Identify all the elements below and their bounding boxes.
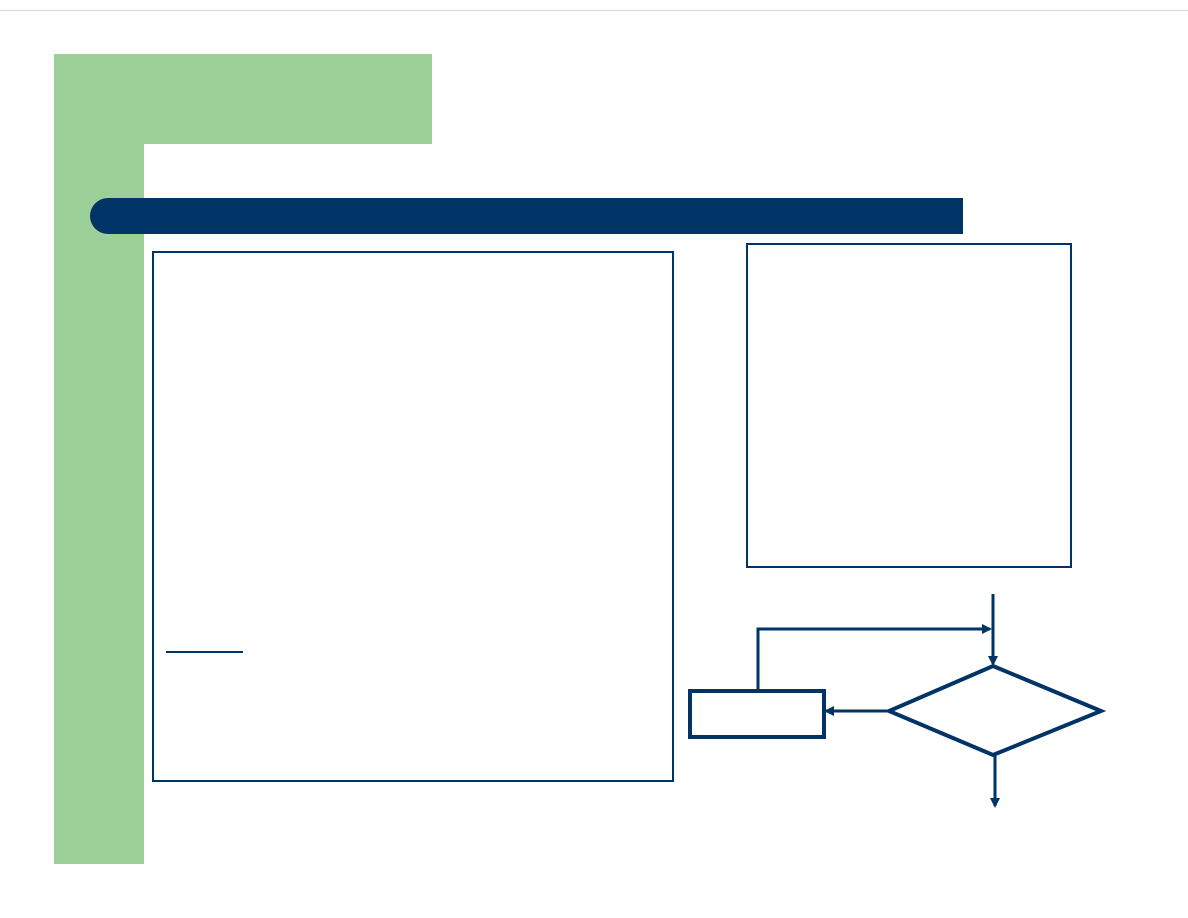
decision-diamond-label — [920, 690, 1070, 730]
top-divider-line — [0, 10, 1188, 11]
main-content-panel — [152, 251, 674, 782]
loop-back-arrow — [756, 624, 992, 691]
process-box — [688, 689, 826, 739]
decision-diamond — [883, 663, 1107, 758]
underlined-word-mark — [166, 651, 243, 653]
green-decor-band-left — [54, 54, 144, 864]
side-content-panel — [746, 243, 1072, 568]
process-box-label — [692, 692, 822, 736]
title-bar — [90, 198, 963, 234]
